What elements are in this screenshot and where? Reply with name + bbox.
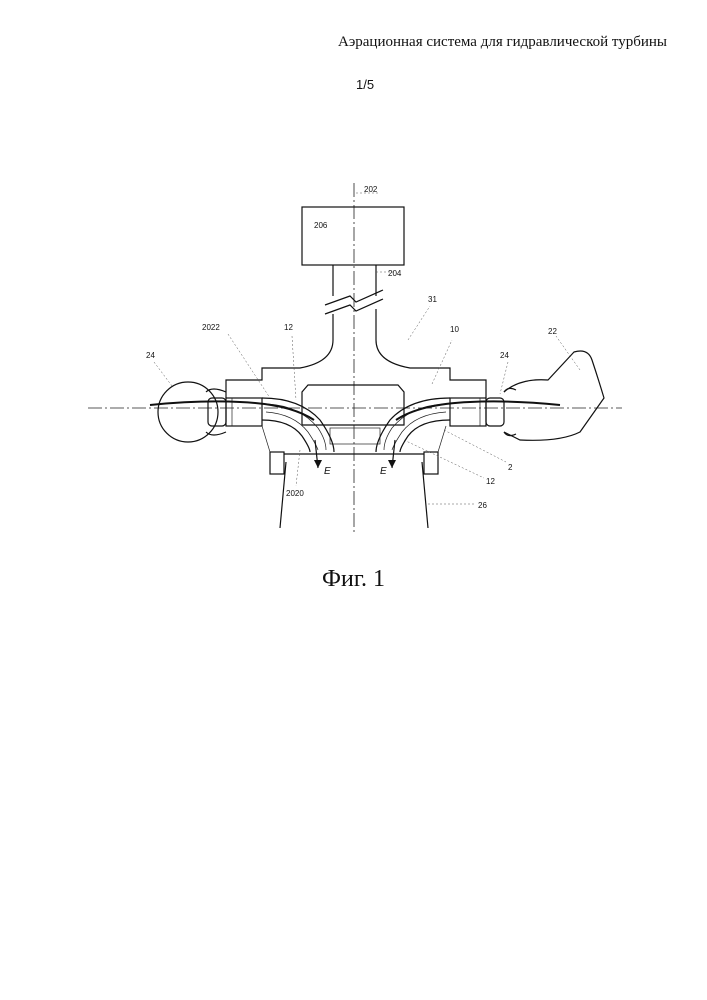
flow-arrowhead-right xyxy=(388,460,396,468)
inlet-pipe xyxy=(504,351,604,440)
leader-31 xyxy=(408,306,430,340)
spiral-case-left-lip-top xyxy=(206,389,226,392)
figure-caption: Фиг. 1 xyxy=(0,566,707,593)
label-2020: 2020 xyxy=(286,489,304,498)
label-26: 26 xyxy=(478,501,487,510)
head-cover-right xyxy=(376,340,486,398)
discharge-ring-left xyxy=(270,452,284,474)
leader-12-bottom xyxy=(404,440,484,478)
label-24-left: 24 xyxy=(146,351,155,360)
inner-cavity xyxy=(302,385,404,425)
leader-10 xyxy=(432,340,452,384)
label-204: 204 xyxy=(388,269,402,278)
label-202: 202 xyxy=(364,185,378,194)
flow-arrowhead-left xyxy=(314,460,322,468)
label-24-right: 24 xyxy=(500,351,509,360)
runner-passage-right-inner xyxy=(400,420,450,452)
leader-2020 xyxy=(296,450,300,486)
label-12-bottom: 12 xyxy=(486,477,495,486)
runner-passage-right-outer xyxy=(376,398,450,452)
casing-edge-left xyxy=(262,426,270,452)
leader-24-left xyxy=(154,362,172,386)
label-206: 206 xyxy=(314,221,328,230)
flow-label-left: E xyxy=(324,466,331,477)
label-10: 10 xyxy=(450,325,459,334)
hub-crown xyxy=(330,428,380,444)
label-2: 2 xyxy=(508,463,513,472)
head-cover-left xyxy=(226,340,333,398)
generator-box xyxy=(302,207,404,265)
casing-edge-right xyxy=(438,426,446,452)
label-22: 22 xyxy=(548,327,557,336)
flow-path-right xyxy=(396,401,560,420)
leader-2 xyxy=(444,430,506,462)
label-12-top: 12 xyxy=(284,323,293,332)
spiral-case-left-lip-bottom xyxy=(206,432,226,435)
label-31: 31 xyxy=(428,295,437,304)
draft-tube-right-wall xyxy=(422,462,428,528)
discharge-ring-right xyxy=(424,452,438,474)
flow-label-right: E xyxy=(380,466,387,477)
leader-22 xyxy=(556,336,580,370)
label-2022: 2022 xyxy=(202,323,220,332)
leader-2022 xyxy=(228,334,270,398)
spiral-case-left xyxy=(158,382,218,442)
